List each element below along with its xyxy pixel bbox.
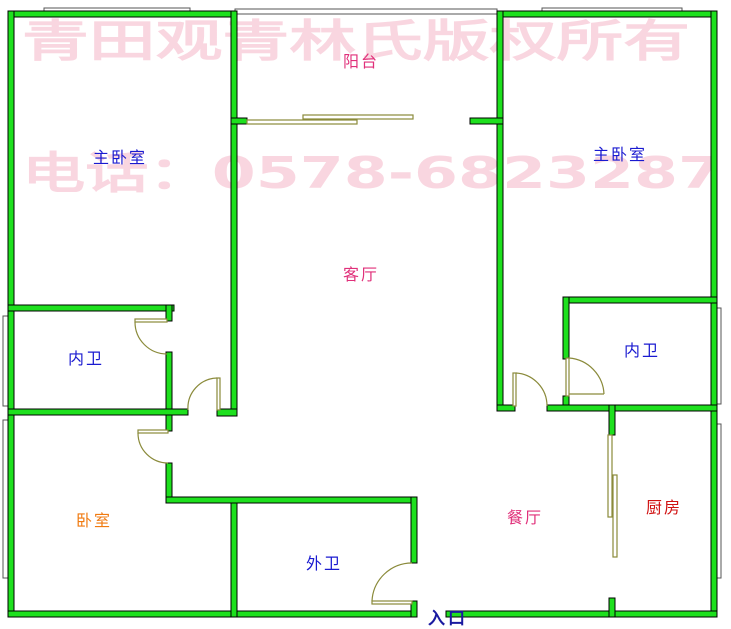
master-bedroom-right-label: 主卧室 [593, 145, 647, 164]
living-room-label: 客厅 [343, 265, 379, 284]
guest-bathroom-label: 外卫 [306, 554, 342, 573]
kitchen-label: 厨房 [646, 498, 682, 517]
guest-bath-door [371, 600, 413, 605]
ensuite-right-label: 内卫 [624, 341, 660, 360]
watermark-copyright: 青田观青林氏版权所有 [22, 16, 690, 67]
bedroom-door [137, 429, 169, 434]
left-ensuite-door [134, 318, 168, 323]
kitchen-sliding-door-1 [607, 434, 613, 518]
dining-room-label: 餐厅 [507, 508, 543, 527]
entrance-label: 入口 [428, 609, 468, 629]
kitchen-sliding-door-2 [612, 474, 618, 558]
watermark-phone: 电话：0578-6823287 [22, 148, 722, 199]
walls [7, 10, 718, 618]
balcony-label: 阳台 [343, 52, 379, 71]
master-bedroom-left-label: 主卧室 [93, 148, 147, 167]
right-bedroom-door [512, 372, 517, 407]
watermark: 青田观青林氏版权所有 电话：0578-6823287 [22, 16, 722, 199]
window-balcony [234, 8, 498, 15]
balcony-sliding-door-1 [246, 119, 358, 125]
balcony-sliding-door-2 [302, 114, 414, 120]
ensuite-left-label: 内卫 [68, 349, 104, 368]
left-bedroom-door [216, 377, 221, 411]
room-labels: 阳台 主卧室 主卧室 客厅 内卫 内卫 卧室 餐厅 厨房 外卫 [68, 52, 682, 573]
right-ensuite-door [565, 357, 570, 397]
doors [134, 114, 618, 605]
bedroom-label: 卧室 [76, 511, 112, 530]
